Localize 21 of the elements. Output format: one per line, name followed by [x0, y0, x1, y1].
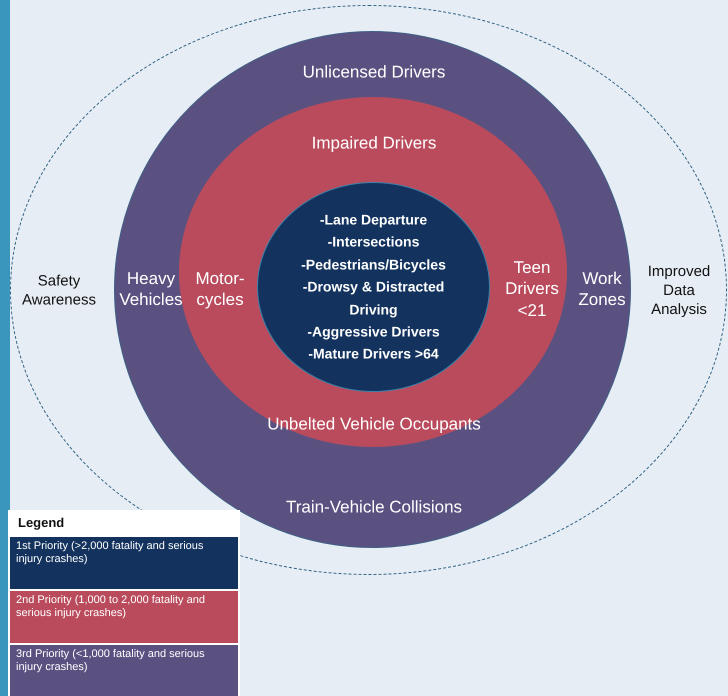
ring-label: Safety Awareness: [21, 272, 97, 310]
ring-label: Unbelted Vehicle Occupants: [266, 413, 482, 435]
legend-title: Legend: [18, 515, 64, 530]
list-item: -Intersections: [326, 233, 420, 252]
list-item: -Drowsy & Distracted Driving: [302, 278, 446, 320]
ring-label: Impaired Drivers: [310, 132, 438, 154]
ring-label: Work Zones: [577, 268, 627, 310]
list-item: -Pedestrians/Bicycles: [300, 255, 447, 274]
list-item: -Mature Drivers >64: [307, 344, 440, 364]
ring-label: Heavy Vehicles: [118, 268, 184, 310]
ring-label: Train-Vehicle Collisions: [284, 496, 464, 518]
legend-entry: 3rd Priority (<1,000 fatality and serious injury crashes): [10, 645, 238, 696]
ring-label: Motor- cycles: [194, 268, 246, 310]
dashed-ellipse: [10, 5, 727, 575]
list-item: -Aggressive Drivers: [306, 322, 441, 342]
list-item: -Lane Departure: [318, 210, 428, 230]
legend-entry: 1st Priority (>2,000 fatality and serious injury crashes): [10, 537, 238, 589]
legend-entry: 2nd Priority (1,000 to 2,000 fatality and serious injury crashes): [10, 591, 238, 643]
ring-label: Improved Data Analysis: [646, 262, 712, 320]
ring-label: Teen Drivers <21: [504, 257, 560, 321]
ring-label: Unlicensed Drivers: [302, 61, 446, 83]
